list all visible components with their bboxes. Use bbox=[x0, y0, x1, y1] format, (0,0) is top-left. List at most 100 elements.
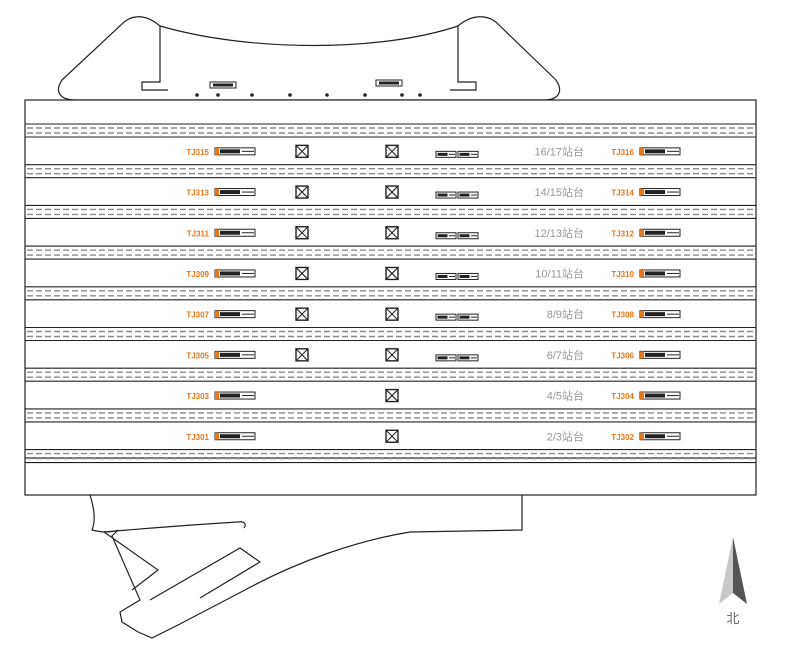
elevator-icon bbox=[295, 185, 309, 199]
station-label: 14/15站台 bbox=[534, 185, 584, 199]
ticket-device bbox=[639, 269, 681, 278]
device-panel bbox=[220, 434, 240, 439]
elevator-cross bbox=[385, 389, 399, 402]
device-accent bbox=[215, 432, 219, 440]
equipment-pair bbox=[435, 272, 479, 280]
ticket-device bbox=[639, 228, 681, 237]
left-code-label: TJ301 bbox=[186, 433, 209, 442]
track-band bbox=[25, 449, 756, 464]
right-code-label: TJ310 bbox=[611, 270, 634, 279]
elevator-cross bbox=[295, 348, 309, 362]
left-code-label: TJ305 bbox=[186, 351, 209, 360]
station-label: 8/9站台 bbox=[547, 307, 584, 321]
elevator-cross bbox=[385, 348, 399, 362]
device-accent bbox=[640, 229, 644, 237]
north-arrow: 北 bbox=[719, 537, 747, 626]
ticket-device bbox=[639, 147, 681, 156]
station-label: 12/13站台 bbox=[534, 226, 584, 240]
track-band bbox=[25, 367, 756, 382]
device-accent bbox=[640, 351, 644, 359]
elevator-icon bbox=[295, 226, 309, 240]
device-panel bbox=[645, 230, 665, 235]
equipment-panel bbox=[437, 193, 448, 197]
track-band bbox=[25, 204, 756, 219]
device-accent bbox=[215, 147, 219, 155]
equipment-panel bbox=[437, 356, 448, 360]
device-accent bbox=[215, 310, 219, 318]
equipment-panel bbox=[459, 234, 470, 238]
station-label: 4/5站台 bbox=[547, 389, 584, 403]
device-panel bbox=[220, 312, 240, 317]
device-panel bbox=[220, 393, 240, 398]
track-band bbox=[25, 286, 756, 301]
elevator-cross bbox=[295, 226, 309, 240]
device-accent bbox=[215, 229, 219, 237]
elevator-icon bbox=[385, 185, 399, 199]
track-band bbox=[25, 245, 756, 260]
device-panel bbox=[220, 230, 240, 235]
ticket-device bbox=[214, 228, 256, 237]
elevator-cross bbox=[385, 429, 399, 443]
equipment-panel bbox=[437, 315, 448, 319]
elevator-cross bbox=[385, 307, 399, 321]
device-accent bbox=[640, 392, 644, 400]
device-accent bbox=[215, 269, 219, 277]
device-panel bbox=[645, 393, 665, 398]
elevator-cross bbox=[295, 185, 309, 199]
elevator-cross bbox=[295, 144, 309, 158]
elevator-icon bbox=[385, 144, 399, 159]
elevator-icon bbox=[385, 388, 399, 403]
elevator-icon bbox=[385, 429, 399, 443]
equipment-pair bbox=[435, 354, 479, 362]
right-code-label: TJ316 bbox=[611, 148, 634, 157]
elevator-icon bbox=[385, 307, 399, 321]
ticket-device bbox=[214, 310, 256, 319]
ticket-device bbox=[214, 269, 256, 278]
elevator-icon bbox=[385, 266, 399, 281]
right-code-label: TJ306 bbox=[611, 351, 634, 360]
elevator-cross bbox=[385, 267, 399, 280]
equipment-panel bbox=[459, 152, 470, 156]
right-code-label: TJ308 bbox=[611, 311, 634, 320]
ticket-device bbox=[639, 432, 681, 441]
station-label: 2/3站台 bbox=[547, 429, 584, 443]
ticket-device bbox=[639, 310, 681, 319]
device-panel bbox=[220, 271, 240, 276]
equipment-panel bbox=[459, 315, 470, 319]
ticket-device bbox=[639, 350, 681, 359]
north-concourse-outline bbox=[57, 16, 561, 101]
elevator-cross bbox=[295, 267, 309, 280]
concourse-dots bbox=[195, 93, 422, 97]
north-label: 北 bbox=[726, 611, 739, 626]
elevator-cross bbox=[385, 144, 399, 158]
concourse-equipment bbox=[209, 79, 403, 89]
track-band bbox=[25, 408, 756, 423]
device-panel bbox=[645, 149, 665, 154]
device-accent bbox=[215, 351, 219, 359]
ticket-device bbox=[214, 147, 256, 156]
equipment-pair bbox=[435, 150, 479, 158]
equipment-panel bbox=[437, 274, 448, 278]
left-code-label: TJ307 bbox=[186, 311, 209, 320]
track-band bbox=[25, 123, 756, 138]
elevator-icon bbox=[385, 226, 399, 240]
ticket-device bbox=[639, 391, 681, 400]
equipment-panel bbox=[437, 234, 448, 238]
device-panel bbox=[220, 149, 240, 154]
device-accent bbox=[640, 432, 644, 440]
station-label: 16/17站台 bbox=[534, 144, 584, 158]
device-panel bbox=[220, 190, 240, 195]
left-code-label: TJ313 bbox=[186, 189, 209, 198]
elevator-icon bbox=[295, 348, 309, 362]
equipment-panel bbox=[459, 356, 470, 360]
device-panel bbox=[645, 271, 665, 276]
elevator-cross bbox=[295, 307, 309, 321]
equipment-pair bbox=[435, 313, 479, 321]
